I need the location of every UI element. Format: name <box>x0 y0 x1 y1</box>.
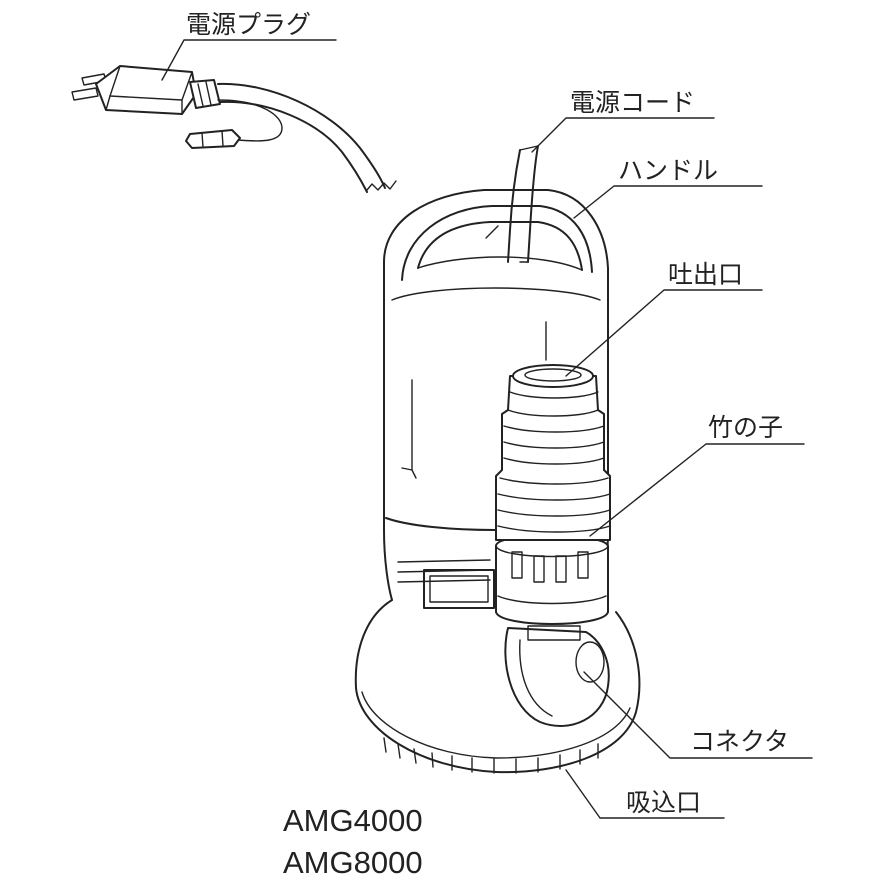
label-handle: ハンドル <box>618 156 718 185</box>
power-plug <box>71 65 221 115</box>
label-plate <box>397 559 495 609</box>
handle <box>401 145 593 281</box>
leader-lines <box>161 39 813 819</box>
connector-elbow <box>504 625 610 727</box>
label-outlet: 吐出口 <box>668 260 743 289</box>
pump-base <box>354 599 641 774</box>
connector-nut <box>495 534 609 625</box>
power-cord <box>185 82 397 193</box>
inlet-slots <box>383 737 599 774</box>
model-name-1: AMG4000 <box>283 803 423 838</box>
model-name-2: AMG8000 <box>283 845 423 880</box>
label-power-cord: 電源コード <box>570 88 695 117</box>
hose-nipple <box>495 364 611 541</box>
label-connector: コネクタ <box>690 727 789 756</box>
label-hose-nipple: 竹の子 <box>708 413 783 442</box>
label-power-plug: 電源プラグ <box>186 10 311 39</box>
label-inlet: 吸込口 <box>626 788 701 817</box>
